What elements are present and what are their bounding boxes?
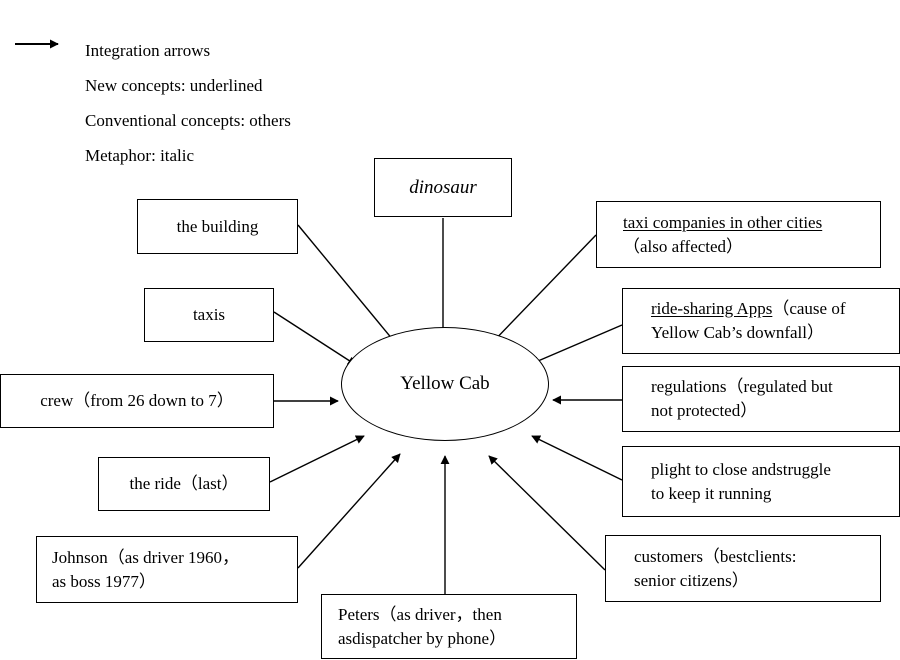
node-taxis: taxis	[144, 288, 274, 342]
arrow-taxi-companies	[488, 234, 597, 347]
legend-new-concepts: New concepts: underlined	[85, 76, 263, 95]
node-peters: Peters（as driver，then asdispatcher by ph…	[321, 594, 577, 659]
node-plight-line2: to keep it running	[651, 483, 772, 503]
node-building: the building	[137, 199, 298, 254]
node-ride-sharing-line2: Yellow Cab’s downfall）	[651, 323, 824, 342]
node-johnson-line1: Johnson（as driver 1960，	[52, 547, 239, 567]
node-peters-line1: Peters（as driver，then	[338, 604, 502, 624]
node-peters-line2: asdispatcher by phone）	[338, 628, 507, 648]
legend-metaphor: Metaphor: italic	[85, 146, 195, 165]
arrow-johnson	[297, 453, 401, 569]
node-plight-line1: plight to close andstruggle	[651, 459, 831, 479]
node-regulations-line1: regulations（regulated but	[651, 377, 833, 396]
node-taxi-companies-line2: （also affected）	[623, 236, 744, 256]
node-taxi-companies-line1: taxi companies in other cities	[623, 212, 823, 232]
node-ride-sharing-note: （cause of	[772, 299, 846, 318]
arrow-ride	[269, 435, 365, 483]
arrow-plight	[531, 435, 623, 481]
node-customers-line2: senior citizens）	[634, 570, 749, 590]
center-node-yellow-cab: Yellow Cab	[341, 327, 549, 441]
arrow-ride-sharing	[530, 324, 623, 365]
arrow-customers	[488, 455, 606, 571]
node-crew: crew（from 26 down to 7）	[0, 374, 274, 428]
node-regulations-line2: not protected）	[651, 401, 758, 420]
node-taxi-companies: taxi companies in other cities （also aff…	[596, 201, 881, 268]
node-dinosaur: dinosaur	[374, 158, 512, 217]
arrow-building	[297, 224, 399, 347]
node-ride-label: the ride（last）	[129, 474, 239, 493]
node-taxis-label: taxis	[192, 305, 226, 324]
node-customers: customers（bestclients: senior citizens）	[605, 535, 881, 602]
arrow-taxis	[273, 311, 357, 366]
node-ride-sharing: ride-sharing Apps（cause of Yellow Cab’s …	[622, 288, 900, 354]
legend-integration-arrows: Integration arrows	[85, 41, 211, 60]
node-regulations: regulations（regulated but not protected）	[622, 366, 900, 432]
legend-conventional-concepts: Conventional concepts: others	[85, 111, 291, 130]
node-ride-sharing-new-concept: ride-sharing Apps	[651, 299, 773, 318]
center-label: Yellow Cab	[400, 373, 490, 394]
node-ride: the ride（last）	[98, 457, 270, 511]
node-customers-line1: customers（bestclients:	[634, 546, 797, 566]
node-dinosaur-label: dinosaur	[409, 176, 477, 198]
node-building-label: the building	[176, 216, 259, 236]
node-johnson: Johnson（as driver 1960， as boss 1977）	[36, 536, 298, 603]
node-crew-label: crew（from 26 down to 7）	[40, 391, 234, 410]
node-plight: plight to close andstruggle to keep it r…	[622, 446, 900, 517]
node-johnson-line2: as boss 1977）	[52, 571, 156, 591]
node-ride-sharing-line1: ride-sharing Apps（cause of	[651, 297, 846, 321]
